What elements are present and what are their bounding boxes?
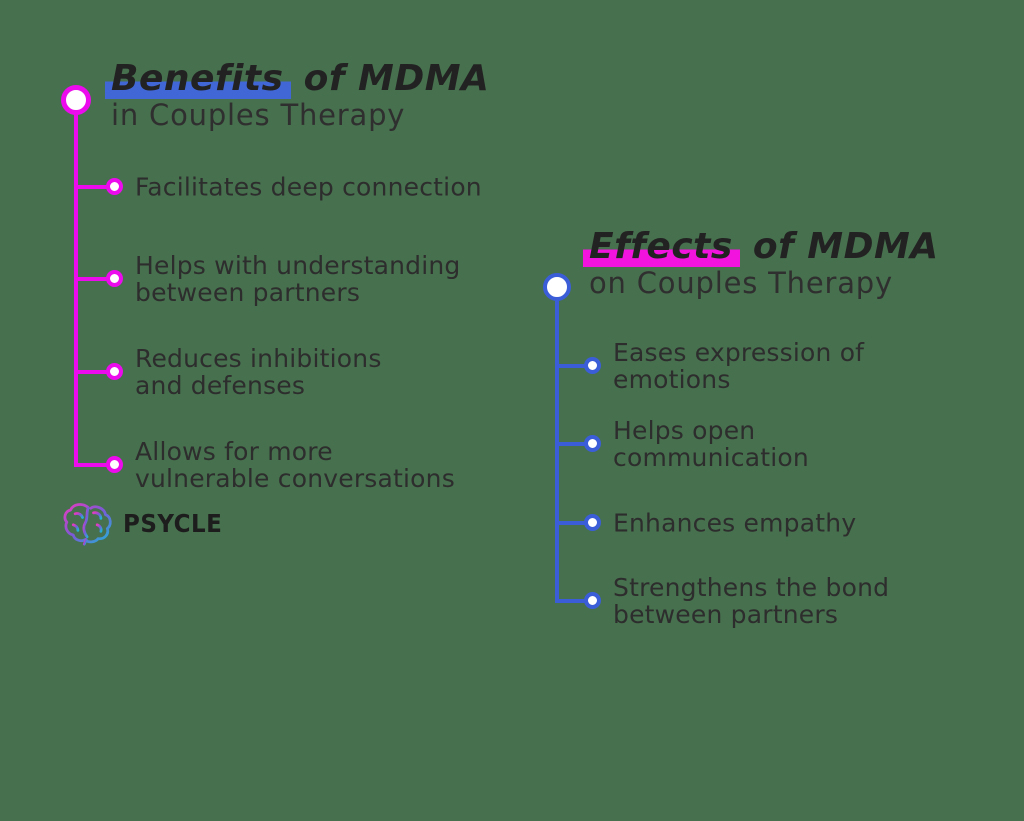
effects-item-2: Helps open communication	[613, 417, 809, 471]
item-line: emotions	[613, 365, 731, 394]
psycle-logo: PSYCLE	[60, 500, 231, 546]
item-line: and defenses	[135, 371, 306, 400]
effects-title-block: Effects of MDMA on Couples Therapy	[583, 226, 939, 300]
item-line: Reduces inhibitions	[135, 344, 382, 373]
connector-line	[557, 442, 588, 446]
connector-line	[76, 277, 110, 281]
bullet-node-icon	[584, 592, 601, 609]
item-line: Helps with understanding	[135, 251, 461, 280]
connector-line	[76, 185, 110, 189]
benefits-title-rest: of MDMA	[290, 58, 490, 99]
connector-line	[557, 364, 588, 368]
item-line: between partners	[135, 278, 361, 307]
bullet-node-icon	[106, 178, 123, 195]
item-line: vulnerable conversations	[135, 464, 455, 493]
bullet-node-icon	[106, 363, 123, 380]
benefits-title-block: Benefits of MDMA in Couples Therapy	[105, 58, 490, 132]
effects-item-3: Enhances empathy	[613, 510, 856, 537]
benefits-item-2: Helps with understanding between partner…	[135, 252, 461, 306]
item-line: Eases expression of	[613, 338, 865, 367]
benefits-root-node-icon	[61, 85, 91, 115]
item-line: Allows for more	[135, 437, 333, 466]
item-line: Facilitates deep connection	[135, 172, 482, 202]
benefits-title: Benefits of MDMA	[105, 58, 490, 100]
bullet-node-icon	[584, 357, 601, 374]
benefits-item-1: Facilitates deep connection	[135, 174, 482, 201]
bullet-node-icon	[584, 435, 601, 452]
item-line: between partners	[613, 600, 839, 629]
benefits-subtitle: in Couples Therapy	[111, 98, 406, 132]
effects-item-1: Eases expression of emotions	[613, 339, 864, 393]
effects-title-highlighted-word: Effects	[583, 226, 740, 267]
connector-line	[76, 463, 110, 467]
effects-title: Effects of MDMA	[583, 226, 939, 268]
item-line: communication	[613, 443, 809, 472]
bullet-node-icon	[584, 514, 601, 531]
item-line: Strengthens the bond	[613, 573, 890, 602]
effects-subtitle: on Couples Therapy	[589, 266, 893, 300]
item-line: Helps open	[613, 416, 756, 445]
connector-line	[557, 521, 588, 525]
benefits-title-highlighted-word: Benefits	[105, 58, 291, 99]
benefits-trunk-line	[74, 100, 78, 467]
logo-text: PSYCLE	[123, 508, 223, 538]
effects-item-4: Strengthens the bond between partners	[613, 574, 889, 628]
bullet-node-icon	[106, 456, 123, 473]
brain-icon	[60, 500, 116, 546]
connector-line	[557, 599, 588, 603]
benefits-item-3: Reduces inhibitions and defenses	[135, 345, 382, 399]
benefits-item-4: Allows for more vulnerable conversations	[135, 438, 455, 492]
effects-root-node-icon	[543, 273, 571, 301]
bullet-node-icon	[106, 270, 123, 287]
item-line: Enhances empathy	[613, 508, 857, 538]
effects-title-rest: of MDMA	[739, 226, 939, 267]
connector-line	[76, 370, 110, 374]
